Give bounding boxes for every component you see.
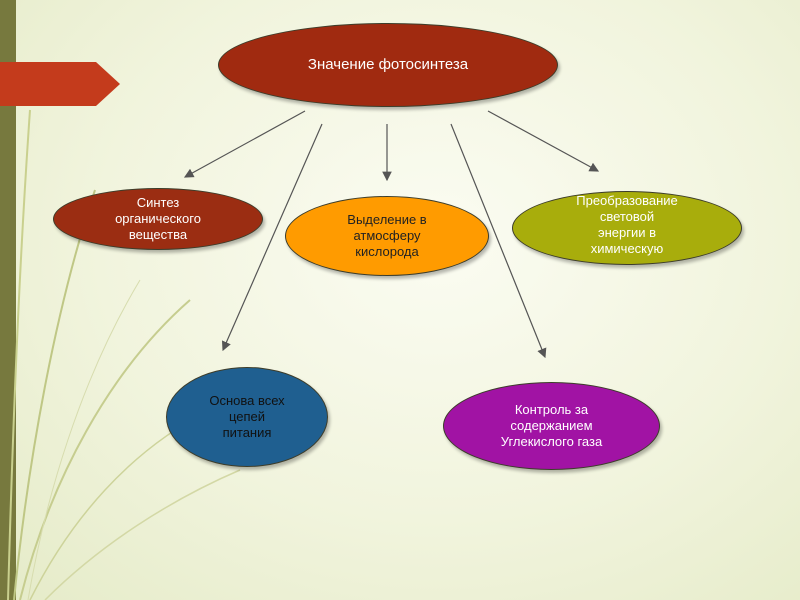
title-node-label: Значение фотосинтеза (307, 56, 469, 73)
node-food-chains: Основа всех цепей питания (166, 367, 328, 467)
node-oxygen: Выделение в атмосферу кислорода (285, 196, 489, 276)
arrow-to-synthesis (183, 110, 306, 178)
arrow-to-energy (487, 110, 600, 172)
node-food-chains-label: Основа всех цепей питания (209, 393, 285, 440)
node-energy: Преобразование световой энергии в химиче… (512, 191, 742, 265)
node-energy-label: Преобразование световой энергии в химиче… (576, 193, 678, 256)
node-synthesis: Синтез органического вещества (53, 188, 263, 250)
node-synthesis-label: Синтез органического вещества (115, 195, 201, 242)
node-oxygen-label: Выделение в атмосферу кислорода (347, 212, 427, 259)
arrow-to-food-chains (221, 123, 323, 352)
node-co2-control-label: Контроль за содержанием Углекислого газа (500, 402, 603, 449)
title-node: Значение фотосинтеза (218, 23, 558, 107)
tab-arrow-icon (0, 62, 120, 106)
arrow-to-co2-control (450, 123, 547, 359)
node-co2-control: Контроль за содержанием Углекислого газа (443, 382, 660, 470)
